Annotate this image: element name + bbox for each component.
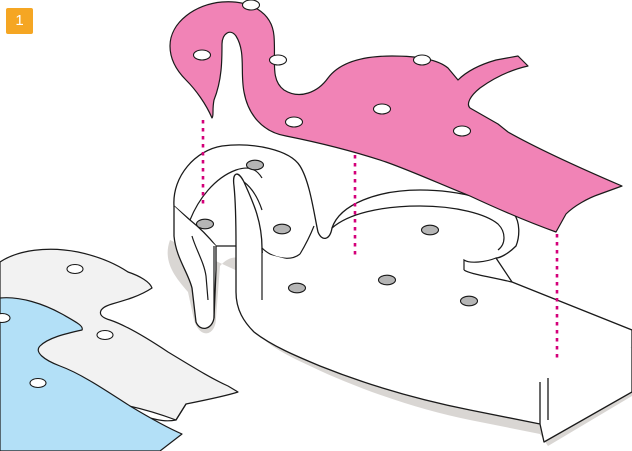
panel-hole (67, 265, 83, 274)
panel-hole (0, 314, 10, 323)
peg (461, 296, 478, 306)
peg (247, 160, 264, 170)
panel-hole (414, 55, 431, 65)
peg (379, 275, 396, 285)
panel-hole (97, 331, 113, 340)
peg (274, 224, 291, 234)
panel-hole (30, 379, 46, 388)
peg (422, 225, 439, 235)
panel-hole (194, 50, 211, 60)
peg (289, 283, 306, 293)
panel-hole (286, 117, 303, 127)
panel-hole (454, 126, 471, 136)
panel-hole (374, 104, 391, 114)
panel-hole (243, 0, 260, 10)
peg (197, 219, 214, 229)
panel-hole (270, 55, 287, 65)
step-number-badge: 1 (6, 8, 33, 34)
